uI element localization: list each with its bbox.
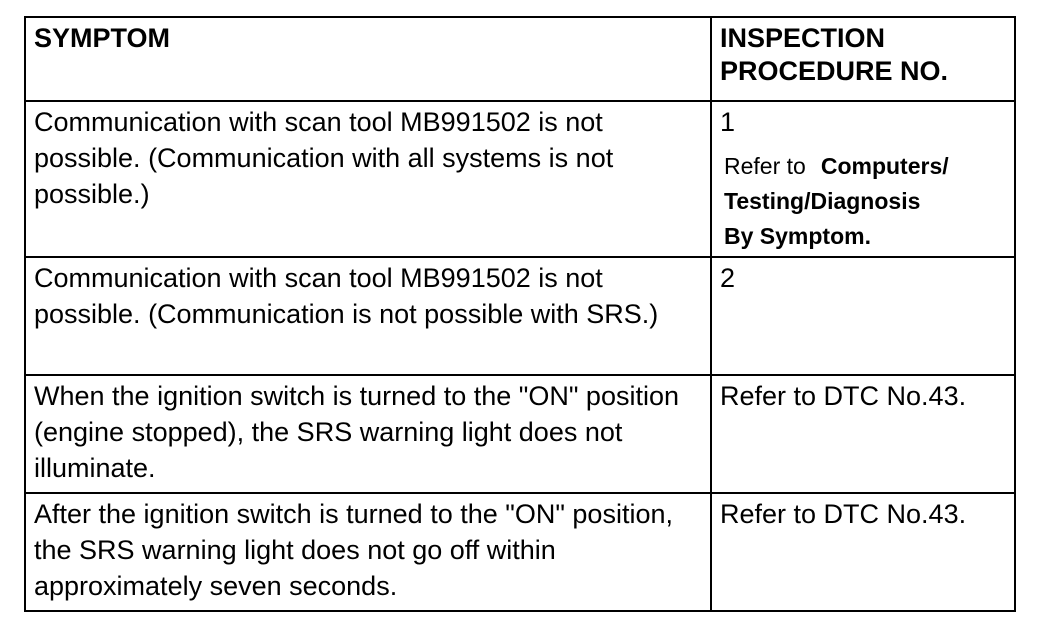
procedure-reference: Refer to DTC No.43. [720,381,967,411]
procedure-cell: 1 Refer to Computers/ Testing/Diagnosis … [710,100,1016,258]
refer-note: Refer to Computers/ Testing/Diagnosis By… [720,148,1006,253]
symptom-cell: After the ignition switch is turned to t… [24,492,712,612]
refer-lead-text: Refer to [724,153,806,179]
symptom-text: When the ignition switch is turned to th… [34,381,679,483]
table-row: Communication with scan tool MB991502 is… [24,256,1016,376]
symptom-text: After the ignition switch is turned to t… [34,499,673,601]
symptom-cell: Communication with scan tool MB991502 is… [24,256,712,376]
procedure-cell: Refer to DTC No.43. [710,374,1016,494]
header-procedure-line2: PROCEDURE NO. [720,56,949,86]
procedure-cell: Refer to DTC No.43. [710,492,1016,612]
procedure-number: 1 [720,107,736,137]
symptom-cell: When the ignition switch is turned to th… [24,374,712,494]
header-symptom-label: SYMPTOM [34,23,171,53]
symptom-text: Communication with scan tool MB991502 is… [34,107,614,209]
refer-target-2: Testing/Diagnosis [724,188,921,214]
refer-target-1: Computers/ [820,153,949,179]
symptom-cell: Communication with scan tool MB991502 is… [24,100,712,258]
procedure-cell: 2 [710,256,1016,376]
procedure-reference: Refer to DTC No.43. [720,499,967,529]
refer-target-3: By Symptom. [724,223,871,249]
procedure-number: 2 [720,263,736,293]
table-row: When the ignition switch is turned to th… [24,374,1016,494]
symptom-text: Communication with scan tool MB991502 is… [34,263,659,329]
table-row: Communication with scan tool MB991502 is… [24,100,1016,258]
header-procedure-line1: INSPECTION [720,23,886,53]
table-row: After the ignition switch is turned to t… [24,492,1016,612]
header-symptom: SYMPTOM [24,16,712,102]
